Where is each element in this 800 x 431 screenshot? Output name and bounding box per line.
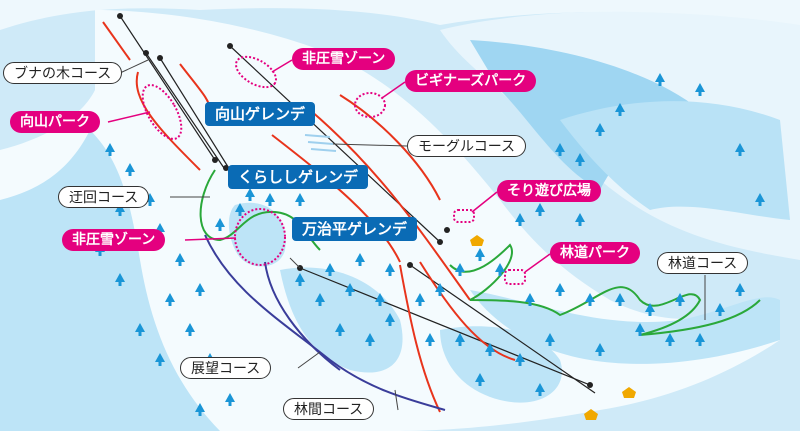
tree-icon bbox=[525, 293, 535, 306]
course-label-mogul[interactable]: モーグルコース bbox=[407, 135, 527, 157]
course-label-buna[interactable]: ブナの木コース bbox=[3, 62, 123, 84]
slope-label-manjidaira[interactable]: 万治平ゲレンデ bbox=[292, 217, 418, 241]
course-label-rindo[interactable]: 林道コース bbox=[657, 252, 749, 274]
tree-icon bbox=[215, 218, 225, 231]
tree-icon bbox=[125, 163, 135, 176]
course-label-rinkan[interactable]: 林間コース bbox=[283, 398, 375, 420]
tree-icon bbox=[225, 393, 235, 406]
zone-label-hiatsusetsu-top[interactable]: 非圧雪ゾーン bbox=[292, 48, 396, 70]
tree-icon bbox=[635, 323, 645, 336]
zone-label-beginners-park[interactable]: ビギナーズパーク bbox=[405, 70, 537, 92]
tree-icon bbox=[235, 203, 245, 216]
tree-icon bbox=[695, 333, 705, 346]
building-icons bbox=[470, 235, 636, 420]
tree-icon bbox=[555, 143, 565, 156]
course-label-tenbo[interactable]: 展望コース bbox=[180, 357, 272, 379]
tree-icon bbox=[595, 123, 605, 136]
tree-icon bbox=[435, 283, 445, 296]
slope-label-mukaiyama[interactable]: 向山ゲレンデ bbox=[205, 102, 316, 126]
tree-icon bbox=[105, 143, 115, 156]
zone-label-rindo-park[interactable]: 林道パーク bbox=[550, 242, 640, 264]
tree-icon bbox=[355, 253, 365, 266]
tree-icon bbox=[245, 188, 255, 201]
tree-icon bbox=[475, 248, 485, 261]
tree-icon bbox=[675, 293, 685, 306]
tree-icon bbox=[555, 283, 565, 296]
tree-icon bbox=[145, 193, 155, 206]
tree-icon bbox=[325, 263, 335, 276]
tree-icon bbox=[415, 293, 425, 306]
tree-icon bbox=[575, 153, 585, 166]
tree-icon bbox=[195, 403, 205, 416]
tree-icon bbox=[375, 293, 385, 306]
tree-icon bbox=[545, 333, 555, 346]
tree-icon bbox=[535, 383, 545, 396]
tree-icon bbox=[515, 353, 525, 366]
tree-icon bbox=[755, 193, 765, 206]
tree-icon bbox=[615, 293, 625, 306]
tree-icon bbox=[515, 213, 525, 226]
tree-icon bbox=[425, 333, 435, 346]
tree-icon bbox=[485, 343, 495, 356]
course-label-ukai[interactable]: 迂回コース bbox=[58, 186, 150, 208]
tree-icon bbox=[495, 263, 505, 276]
tree-icon bbox=[715, 303, 725, 316]
zone-label-sori[interactable]: そり遊び広場 bbox=[497, 180, 601, 202]
tree-icon bbox=[665, 333, 675, 346]
tree-icon bbox=[695, 83, 705, 96]
tree-icon bbox=[295, 193, 305, 206]
tree-icon bbox=[195, 283, 205, 296]
tree-icon bbox=[645, 303, 655, 316]
slope-label-kurashishi[interactable]: くらししゲレンデ bbox=[228, 165, 369, 189]
tree-icon bbox=[115, 273, 125, 286]
tree-icon bbox=[135, 323, 145, 336]
tree-icon bbox=[365, 333, 375, 346]
tree-icon bbox=[615, 103, 625, 116]
tree-icon bbox=[655, 73, 665, 86]
tree-icon bbox=[585, 293, 595, 306]
tree-icon bbox=[115, 203, 125, 216]
tree-icon bbox=[455, 263, 465, 276]
tree-icon bbox=[735, 143, 745, 156]
tree-icon bbox=[175, 253, 185, 266]
tree-icon bbox=[595, 343, 605, 356]
tree-icon bbox=[535, 203, 545, 216]
zone-label-hiatsusetsu-left[interactable]: 非圧雪ゾーン bbox=[62, 229, 166, 251]
tree-icon bbox=[155, 353, 165, 366]
tree-icon bbox=[345, 283, 355, 296]
tree-icon bbox=[295, 273, 305, 286]
tree-icon bbox=[575, 213, 585, 226]
tree-icon bbox=[335, 323, 345, 336]
zone-label-mukaiyama-park[interactable]: 向山パーク bbox=[10, 111, 100, 133]
tree-icon bbox=[155, 223, 165, 236]
tree-icon bbox=[165, 293, 175, 306]
zone-outlines bbox=[141, 55, 526, 285]
tree-icon bbox=[385, 313, 395, 326]
tree-icon bbox=[185, 323, 195, 336]
tree-icon bbox=[455, 333, 465, 346]
tree-icon bbox=[735, 283, 745, 296]
tree-icon bbox=[265, 193, 275, 206]
tree-icon bbox=[475, 373, 485, 386]
tree-icon bbox=[315, 293, 325, 306]
tree-icon bbox=[385, 263, 395, 276]
